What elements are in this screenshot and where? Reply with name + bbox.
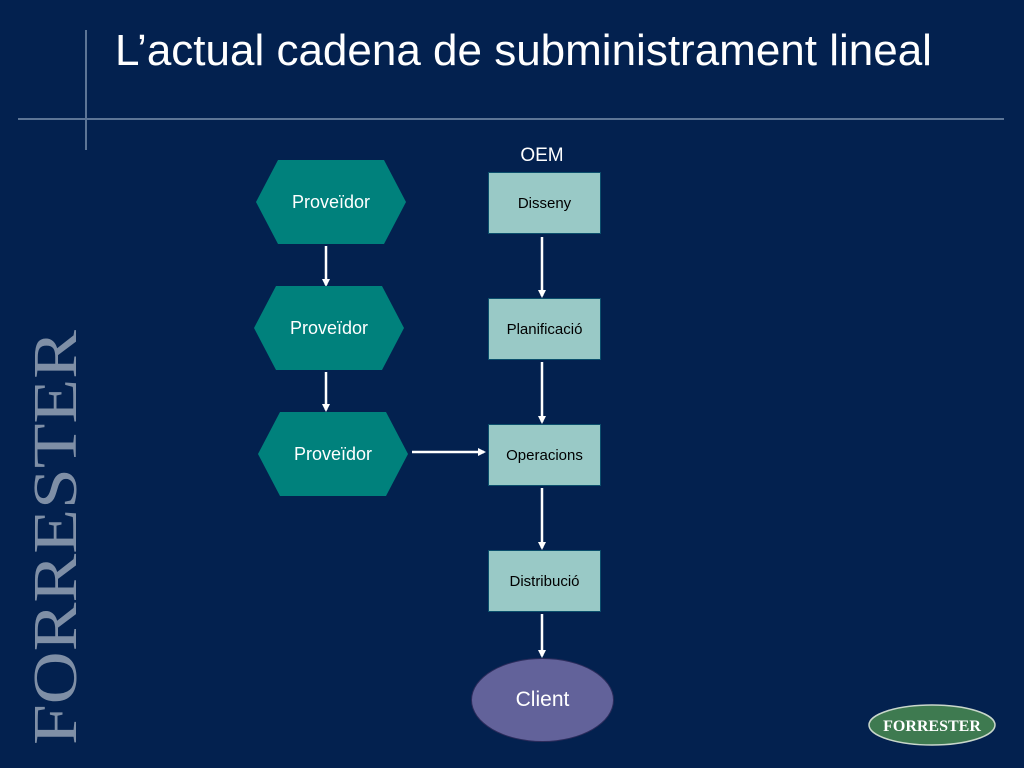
stage-box-planificacio: Planificació xyxy=(488,298,601,360)
supplier-label: Proveïdor xyxy=(293,443,373,464)
stage-box-disseny: Disseny xyxy=(488,172,601,234)
hexagon-shape xyxy=(254,286,404,370)
supplier-label: Proveïdor xyxy=(289,317,369,338)
title-vertical-rule xyxy=(85,30,87,150)
slide-title: L’actual cadena de subministrament linea… xyxy=(115,26,932,75)
hexagon-shape xyxy=(258,412,408,496)
stage-box-operacions: Operacions xyxy=(488,424,601,486)
hexagon-shape xyxy=(256,160,406,244)
forrester-side-logo-text: FORRESTER xyxy=(22,329,86,745)
supplier-hexagon-1: Proveïdor xyxy=(256,160,406,244)
supplier-label: Proveïdor xyxy=(291,191,371,212)
forrester-badge-logo: FORRESTER xyxy=(868,704,996,746)
supplier-hexagon-3: Proveïdor xyxy=(258,412,408,496)
supplier-hexagon-2: Proveïdor xyxy=(254,286,404,370)
forrester-badge-text: FORRESTER xyxy=(883,718,981,735)
stage-box-distribucio: Distribució xyxy=(488,550,601,612)
forrester-side-logo: FORRESTER xyxy=(22,329,86,745)
oem-label: OEM xyxy=(520,145,564,166)
title-divider xyxy=(18,118,1004,120)
client-ellipse: Client xyxy=(471,658,614,742)
